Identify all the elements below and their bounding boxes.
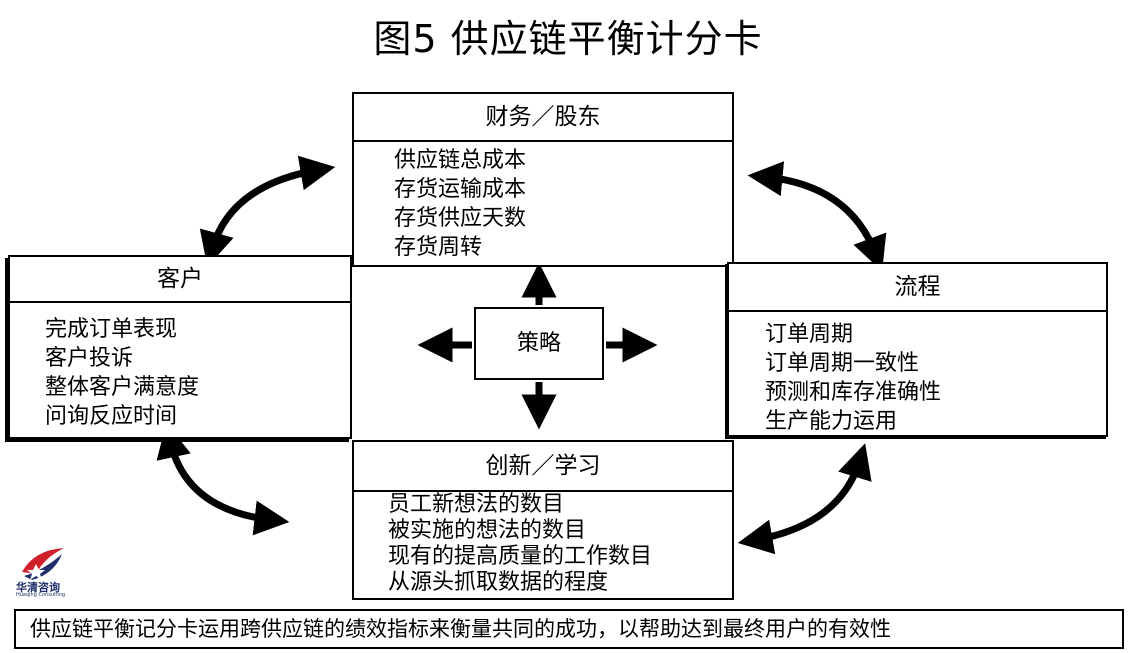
strategy-box: 策略 — [474, 307, 604, 380]
process-item: 订单周期一致性 — [765, 351, 920, 376]
customer-item: 整体客户满意度 — [45, 375, 200, 400]
customer-item: 问询反应时间 — [45, 404, 178, 429]
finance-item: 存货供应天数 — [394, 206, 527, 231]
innovation-item: 员工新想法的数目 — [388, 492, 565, 517]
finance-box: 财务／股东 供应链总成本 存货运输成本 存货供应天数 存货周转 — [352, 92, 734, 267]
logo-subtitle: Huaqing Consulting — [16, 592, 66, 598]
logo-name: 华清咨询 — [16, 581, 60, 594]
innovation-item: 现有的提高质量的工作数目 — [388, 544, 653, 569]
customer-header: 客户 — [10, 257, 350, 303]
finance-items: 供应链总成本 存货运输成本 存货供应天数 存货周转 — [354, 142, 732, 262]
footer-caption: 供应链平衡记分卡运用跨供应链的绩效指标来衡量共同的成功，以帮助达到最终用户的有效… — [14, 609, 1124, 649]
customer-items: 完成订单表现 客户投诉 整体客户满意度 问询反应时间 — [10, 303, 350, 431]
innovation-item: 从源头抓取数据的程度 — [388, 570, 609, 595]
customer-item: 完成订单表现 — [45, 317, 178, 342]
logo-icon — [22, 548, 64, 580]
process-item: 订单周期 — [765, 322, 854, 347]
process-box: 流程 订单周期 订单周期一致性 预测和库存准确性 生产能力运用 — [727, 262, 1108, 437]
process-header: 流程 — [729, 264, 1106, 312]
process-items: 订单周期 订单周期一致性 预测和库存准确性 生产能力运用 — [729, 312, 1106, 436]
finance-item: 存货周转 — [394, 235, 483, 260]
finance-item: 供应链总成本 — [394, 148, 527, 173]
curved-arrow-process-innovation — [737, 443, 872, 555]
innovation-header: 创新／学习 — [354, 442, 732, 492]
process-item: 预测和库存准确性 — [765, 380, 942, 405]
innovation-box: 创新／学习 员工新想法的数目 被实施的想法的数目 现有的提高质量的工作数目 从源… — [352, 440, 734, 600]
customer-box: 客户 完成订单表现 客户投诉 整体客户满意度 问询反应时间 — [8, 255, 352, 439]
finance-item: 存货运输成本 — [394, 177, 527, 202]
innovation-items: 员工新想法的数目 被实施的想法的数目 现有的提高质量的工作数目 从源头抓取数据的… — [354, 492, 732, 596]
curved-arrow-customer-finance — [199, 155, 336, 267]
innovation-item: 被实施的想法的数目 — [388, 518, 587, 543]
finance-header: 财务／股东 — [354, 94, 732, 142]
customer-item: 客户投诉 — [45, 346, 134, 371]
page-title: 图5 供应链平衡计分卡 — [373, 17, 763, 61]
process-item: 生产能力运用 — [765, 409, 898, 434]
curved-arrow-finance-process — [747, 161, 887, 272]
curved-arrow-customer-innovation — [156, 422, 290, 536]
